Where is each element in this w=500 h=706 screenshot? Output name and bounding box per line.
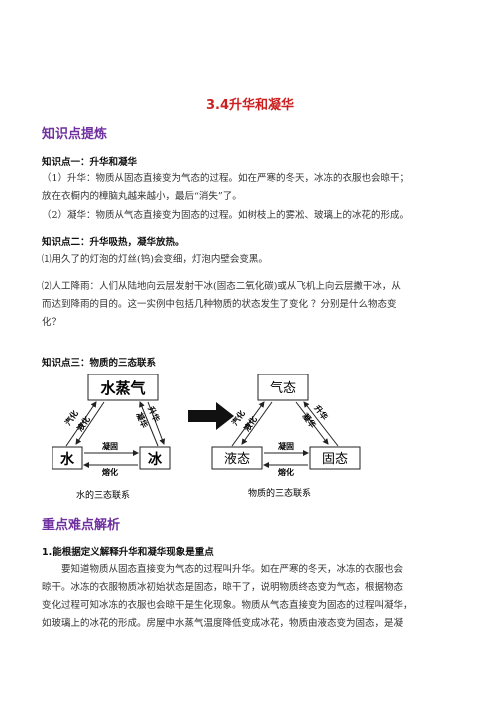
knowledge-point-1: 知识点一：升华和凝华 (42, 157, 138, 168)
section-heading-knowledge: 知识点提炼 (42, 127, 108, 142)
arrow-liquefy-2 (241, 401, 273, 445)
text-line: 化？ (42, 317, 62, 328)
arrow-sublimate (139, 401, 159, 447)
knowledge-point-3: 知识点三：物质的三态联系 (42, 358, 157, 369)
label-liquid: 液态 (224, 452, 250, 467)
label-freeze: 凝固 (102, 441, 118, 451)
label-water: 水 (60, 451, 75, 468)
big-arrow-icon (188, 402, 234, 430)
label-water-vapor: 水蒸气 (100, 379, 145, 397)
label-gas: 气态 (270, 380, 296, 396)
paragraph-rain: ⑵人工降雨：人们从陆地向云层发射干冰(固态二氧化碳)或从飞机上向云层撒干冰，从 … (42, 278, 462, 332)
label-melt-2: 熔化 (278, 467, 294, 477)
arrow-deposit (147, 401, 166, 445)
label-sublimate: 升华 (146, 405, 162, 424)
box-solid (309, 446, 361, 470)
label-sublimate-2: 升华 (312, 403, 330, 422)
caption-matter: 物质的三态联系 (248, 487, 311, 499)
page-title: 3.4升华和凝华 (205, 98, 295, 113)
box-top-left (87, 374, 159, 401)
three-state-diagram: 水蒸气 水 冰 汽化 液化 升华 凝华 凝固 熔化 水的三态联系 气态 (52, 374, 361, 501)
box-gas (257, 374, 309, 401)
paragraph-deposition: （2）凝华：物质从气态直接变为固态的过程。如树枝上的雾凇、玻璃上的冰花的形成。 (42, 210, 410, 221)
box-liquid (211, 446, 263, 470)
paragraph-sublimation: （1）升华：物质从固态直接变为气态的过程。如在严寒的冬天，冰冻的衣服也会晾干； … (42, 170, 462, 206)
text-line: 晾干。冰冻的衣服物质冰初始状态是固态，晾干了，说明物质终态变为气态，根据物态 (42, 582, 404, 593)
text-line: 要知道物质从固态直接变为气态的过程叫升华。如在严寒的冬天，冰冻的衣服也会 (61, 564, 404, 575)
label-freeze-2: 凝固 (278, 441, 294, 451)
text-line: ⑵人工降雨：人们从陆地向云层发射干冰(固态二氧化碳)或从飞机上向云层撒干冰，从 (42, 281, 401, 292)
text-line: （1）升华：物质从固态直接变为气态的过程。如在严寒的冬天，冰冻的衣服也会晾干； (42, 173, 410, 184)
arrow-liquefy (75, 401, 105, 445)
box-water (52, 446, 83, 470)
label-ice: 冰 (148, 451, 163, 468)
arrow-vaporize (65, 401, 97, 447)
subheading-1: 1.能根据定义解释升华和凝华现象是重点 (42, 547, 214, 558)
knowledge-point-2: 知识点二：升华吸热，凝华放热。 (42, 237, 185, 248)
paragraph-explanation: 要知道物质从固态直接变为气态的过程叫升华。如在严寒的冬天，冰冻的衣服也会 晾干。… (42, 561, 462, 633)
label-solid: 固态 (322, 452, 348, 467)
paragraph-filament: ⑴用久了的灯泡的灯丝(钨)会变细，灯泡内壁会变黑。 (42, 254, 268, 265)
arrow-deposit-2 (295, 401, 329, 445)
text-line: 而达到降雨的目的。这一实例中包括几种物质的状态发生了变化 ？分别是什么物态变 (42, 299, 397, 310)
box-ice (139, 446, 171, 470)
matter-state-diagram: 气态 液态 固态 汽化 液化 升华 凝华 凝固 熔化 物质的三态联系 (211, 374, 361, 499)
label-melt: 熔化 (102, 467, 118, 477)
text-line: 放在衣橱内的樟脑丸越来越小，最后“消失”了。 (42, 191, 242, 202)
arrow-vaporize-2 (231, 401, 265, 447)
text-line: 变化过程可知冰冻的衣服也会晾干是生化现象。物质从气态直接变为固态的过程叫凝华， (42, 600, 413, 611)
arrow-sublimate-2 (303, 401, 339, 447)
water-state-diagram: 水蒸气 水 冰 汽化 液化 升华 凝华 凝固 熔化 水的三态联系 (52, 374, 171, 501)
text-line: 如玻璃上的冰花的形成。房屋中水蒸气温度降低变成冰花，物质由液态变为固态，是凝 (42, 618, 404, 629)
caption-water: 水的三态联系 (76, 489, 130, 501)
section-heading-key-points: 重点难点解析 (42, 518, 121, 533)
